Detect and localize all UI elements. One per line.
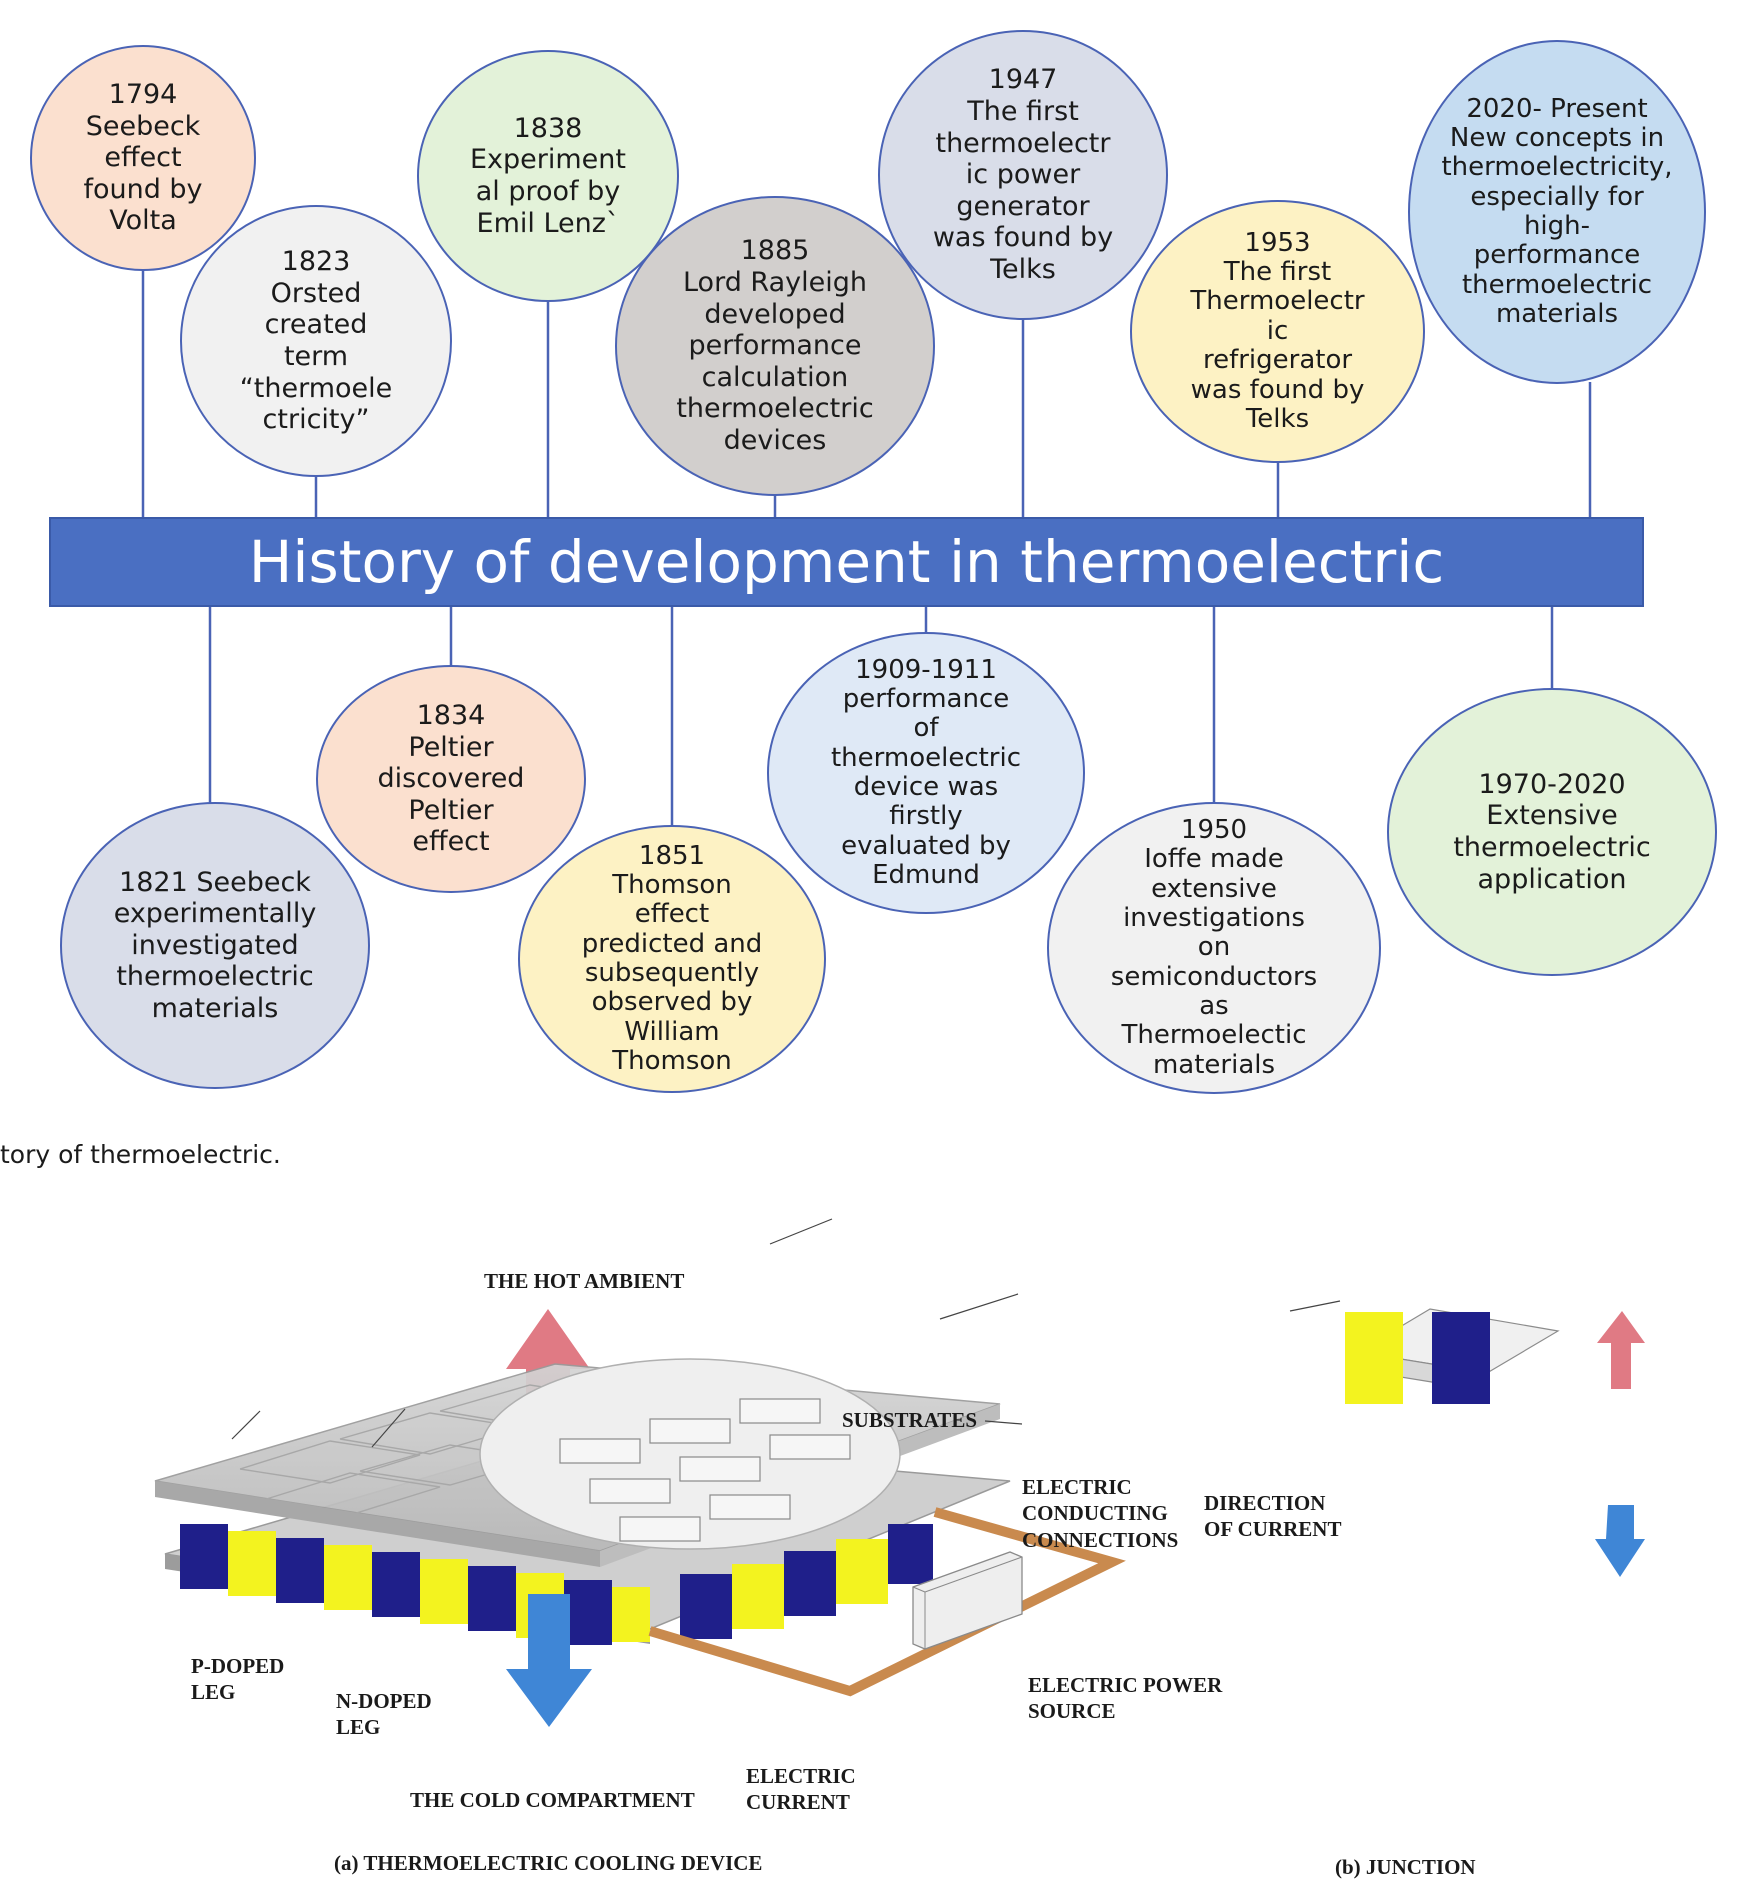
p-doped-leg	[836, 1539, 888, 1604]
event-1953: 1953 The first Thermoelectr ic refrigera…	[1130, 200, 1425, 463]
p-doped-leg	[612, 1587, 650, 1642]
timeline-title: History of development in thermoelectric	[248, 528, 1445, 596]
event-1794-text: 1794 Seebeck effect found by Volta	[83, 79, 203, 237]
cold-arrow-icon	[506, 1594, 592, 1727]
event-1851: 1851 Thomson effect predicted and subseq…	[518, 825, 826, 1093]
event-2020-text: 2020- Present New concepts in thermoelec…	[1441, 93, 1673, 330]
event-1950-text: 1950 Ioffe made extensive investigations…	[1110, 814, 1318, 1080]
event-1823: 1823 Orsted created term “thermoele ctri…	[180, 205, 452, 477]
event-1834: 1834 Peltier discovered Peltier effect	[316, 665, 586, 893]
event-1970: 1970-2020 Extensive thermoelectric appli…	[1387, 688, 1717, 976]
cutaway-view	[479, 1358, 901, 1550]
p-doped-leg	[1345, 1312, 1403, 1404]
n-doped-leg	[888, 1524, 933, 1584]
event-1953-text: 1953 The first Thermoelectr ic refrigera…	[1190, 227, 1365, 434]
event-1821: 1821 Seebeck experimentally investigated…	[60, 802, 370, 1089]
label-electric-conducting: ELECTRIC CONDUCTING CONNECTIONS	[1022, 1475, 1179, 1552]
event-1885: 1885 Lord Rayleigh developed performance…	[615, 196, 935, 496]
label-power-source: ELECTRIC POWER SOURCE	[1028, 1673, 1223, 1724]
figure-caption: tory of thermoelectric.	[0, 1140, 281, 1169]
junction-figure	[1345, 1308, 1645, 1577]
n-doped-leg	[564, 1580, 612, 1645]
leader-lines	[231, 1218, 1341, 1448]
caption-a: (a) THERMOELECTRIC COOLING DEVICE	[334, 1851, 763, 1875]
p-doped-leg	[420, 1559, 468, 1624]
cooling-device-diagram	[154, 1218, 1645, 1727]
n-doped-leg	[680, 1574, 732, 1639]
label-direction-of-current: DIRECTION OF CURRENT	[1204, 1491, 1342, 1542]
leg-row	[180, 1524, 933, 1645]
n-doped-leg	[276, 1538, 324, 1603]
p-doped-leg	[228, 1531, 276, 1596]
event-1838-text: 1838 Experiment al proof by Emil Lenz`	[469, 112, 626, 239]
event-2020: 2020- Present New concepts in thermoelec…	[1408, 40, 1706, 384]
label-cold-compartment: THE COLD COMPARTMENT	[410, 1788, 695, 1812]
label-substrates: SUBSTRATES	[842, 1408, 978, 1432]
event-1909: 1909-1911 performance of thermoelectric …	[767, 632, 1085, 914]
event-1838: 1838 Experiment al proof by Emil Lenz`	[417, 50, 679, 302]
p-doped-leg	[324, 1545, 372, 1610]
connector-lines	[141, 270, 1592, 826]
label-hot-ambient: THE HOT AMBIENT	[484, 1269, 685, 1293]
n-doped-leg	[180, 1524, 228, 1589]
n-doped-leg	[1432, 1312, 1490, 1404]
event-1794: 1794 Seebeck effect found by Volta	[30, 45, 256, 271]
event-1947-text: 1947 The first thermoelectr ic power gen…	[932, 64, 1114, 285]
power-source-box	[912, 1551, 1023, 1650]
event-1950: 1950 Ioffe made extensive investigations…	[1047, 802, 1381, 1094]
timeline-title-banner: History of development in thermoelectric	[49, 517, 1644, 607]
event-1909-text: 1909-1911 performance of thermoelectric …	[830, 654, 1022, 891]
caption-b: (b) JUNCTION	[1335, 1855, 1476, 1879]
label-electric-current: ELECTRIC CURRENT	[746, 1764, 856, 1815]
event-1970-text: 1970-2020 Extensive thermoelectric appli…	[1453, 768, 1651, 895]
event-1823-text: 1823 Orsted created term “thermoele ctri…	[239, 246, 393, 436]
event-1947: 1947 The first thermoelectr ic power gen…	[878, 30, 1168, 320]
label-n-doped-leg: N-DOPED LEG	[336, 1689, 432, 1740]
timeline-figure: 1794 Seebeck effect found by Volta 1823 …	[30, 30, 1717, 1094]
n-doped-leg	[372, 1552, 420, 1617]
n-doped-leg	[784, 1551, 836, 1616]
n-doped-leg	[468, 1566, 516, 1631]
event-1821-text: 1821 Seebeck experimentally investigated…	[113, 866, 317, 1024]
label-p-doped-leg: P-DOPED LEG	[191, 1654, 285, 1705]
event-1851-text: 1851 Thomson effect predicted and subseq…	[581, 840, 763, 1077]
p-doped-leg	[732, 1564, 784, 1629]
event-1885-text: 1885 Lord Rayleigh developed performance…	[676, 235, 874, 456]
event-1834-text: 1834 Peltier discovered Peltier effect	[377, 700, 525, 858]
